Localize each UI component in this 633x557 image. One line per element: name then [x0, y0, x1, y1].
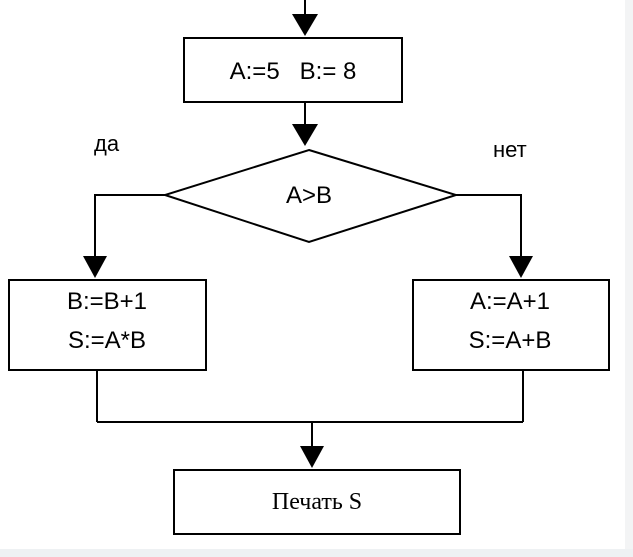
no-block	[412, 279, 610, 371]
yes-label: да	[94, 131, 120, 156]
bottom-edge-strip	[0, 549, 633, 557]
yes-branch-arrow	[83, 256, 107, 278]
merge-to-output-arrow	[300, 446, 324, 468]
init-block-text: A:=5 B:= 8	[230, 58, 357, 85]
no-label: нет	[493, 137, 527, 162]
init-block	[183, 37, 403, 103]
yes-block-line2: S:=A*B	[68, 327, 146, 354]
no-branch-arrow	[509, 256, 533, 278]
no-block-line2: S:=A+B	[469, 327, 552, 354]
output-block	[173, 469, 461, 535]
decision-diamond	[161, 148, 460, 244]
right-edge-strip	[625, 0, 633, 557]
no-branch-line	[456, 194, 522, 256]
yes-block-line1: B:=B+1	[67, 288, 147, 315]
no-block-line1: A:=A+1	[470, 288, 550, 315]
yes-block	[8, 279, 207, 371]
entry-arrow	[292, 14, 318, 36]
yes-branch-line	[94, 194, 165, 256]
output-block-text: Печать S	[272, 489, 362, 515]
init-to-decision-arrow	[292, 124, 318, 146]
decision-condition: A>B	[286, 182, 332, 209]
